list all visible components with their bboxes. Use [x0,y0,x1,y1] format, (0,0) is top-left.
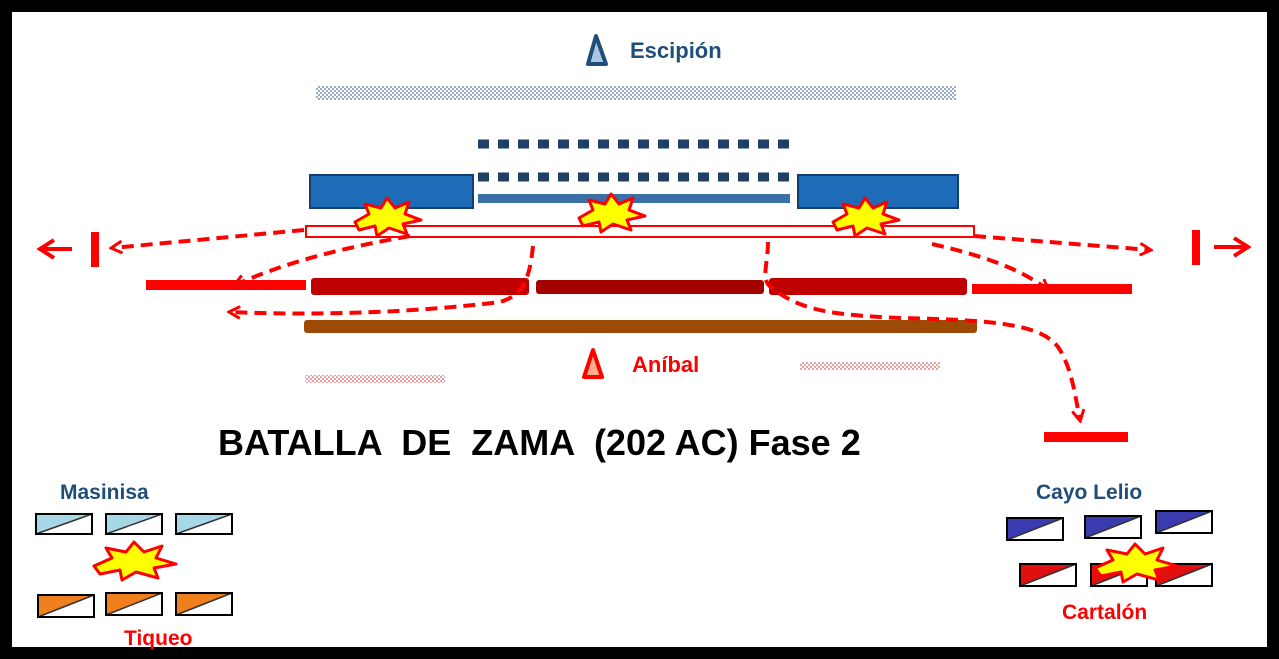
carthaginian-line-left [311,278,529,295]
tiqueo-label: Tiqueo [124,627,192,650]
explosion-icon [1093,542,1179,584]
arrow-icon [1214,236,1252,258]
cavalry-box-icon [1084,515,1142,539]
cavalry-box-icon [1006,517,1064,541]
arrow-icon [931,242,1048,290]
escipion-marker: Escipión [586,34,722,66]
carthaginian-wing-left [146,280,306,290]
cavalry-box-icon [175,592,233,616]
diagram-title: BATALLA DE ZAMA (202 AC) Fase 2 [218,422,861,463]
escipion-label: Escipión [630,38,722,63]
fled-unit [1044,432,1128,442]
roman-skirmisher-screen [316,86,956,100]
mercenary-line [305,225,975,238]
carthaginian-line-center [536,280,764,294]
cavalry-box-icon [105,592,163,616]
explosion-icon [353,196,423,238]
cavalry-box-icon [35,513,93,535]
roman-right-block [797,174,959,209]
cartalon-label: Cartalón [1062,601,1147,624]
cavalry-box-icon [175,513,233,535]
cavalry-box-icon [1155,510,1213,534]
anibal-label: Aníbal [632,352,699,377]
arrow-icon [235,234,411,285]
cavalry-box-icon [37,594,95,618]
carthaginian-skirmishers-left [305,375,445,383]
cayo-lelio-cavalry [1006,510,1213,541]
right-retreat-marker [1192,230,1252,265]
left-retreat-marker [36,232,99,267]
arrow-icon [36,238,72,260]
carthaginian-line-right [769,278,967,295]
explosion-icon [92,540,178,582]
triangle-icon [582,348,604,379]
explosion-icon [577,192,647,234]
cavalry-box-icon [1019,563,1077,587]
arrow-icon [112,228,305,248]
anibal-marker: Aníbal [582,348,699,379]
triangle-icon [586,34,608,66]
arrow-icon [973,234,1150,250]
carthaginian-third-line [304,320,977,333]
tiqueo-cavalry [37,592,233,618]
masinisa-label: Masinisa [60,481,149,504]
masinisa-cavalry [35,513,233,535]
movement-arrows [112,228,1150,420]
arrow-icon [230,245,535,314]
arrow-icon [763,241,1080,420]
carthaginian-wing-right [972,284,1132,294]
cavalry-box-icon [105,513,163,535]
carthaginian-skirmishers-right [800,362,940,370]
explosion-icon [831,196,901,238]
cayo-lelio-label: Cayo Lelio [1036,481,1142,504]
